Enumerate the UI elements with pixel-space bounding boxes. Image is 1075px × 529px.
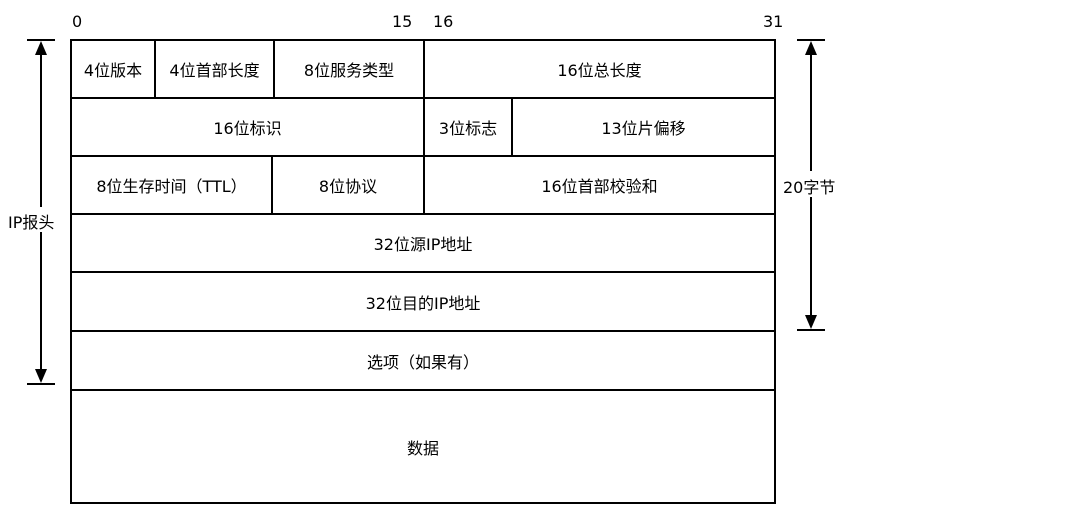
row-divider [70,330,776,332]
column-divider [423,39,425,98]
column-divider [271,155,273,214]
left-arrow-up-head [35,41,47,55]
field-dest-ip: 32位目的IP地址 [365,293,481,313]
field-service-type: 8位服务类型 [303,61,395,80]
field-options: 选项（如果有） [366,352,479,372]
row-divider [70,271,776,273]
column-divider [511,97,513,156]
row-divider [70,389,776,391]
right-arrow-up-head [805,41,817,55]
field-version: 4位版本 [83,61,143,80]
field-flags: 3位标志 [438,119,498,138]
column-divider [423,97,425,156]
right-arrow-down-head [805,315,817,329]
left-arrow-down-head [35,369,47,383]
field-identification: 16位标识 [213,119,282,138]
ip-header-label: IP报头 [8,213,55,232]
field-protocol: 8位协议 [318,177,378,196]
row-divider [70,213,776,215]
field-ttl: 8位生存时间（TTL） [96,177,247,196]
bit-label-16: 16 [433,12,454,31]
field-source-ip: 32位源IP地址 [373,235,473,254]
bit-label-0: 0 [72,12,83,31]
twenty-bytes-label: 20字节 [783,178,836,197]
field-fragment-offset: 13位片偏移 [601,119,686,138]
field-data: 数据 [406,438,439,458]
field-total-length: 16位总长度 [557,61,642,80]
column-divider [273,39,275,98]
column-divider [423,155,425,214]
field-checksum: 16位首部校验和 [541,177,658,196]
bit-label-15: 15 [392,12,413,31]
bit-label-31: 31 [763,12,784,31]
column-divider [154,39,156,98]
field-header-length: 4位首部长度 [169,61,260,80]
